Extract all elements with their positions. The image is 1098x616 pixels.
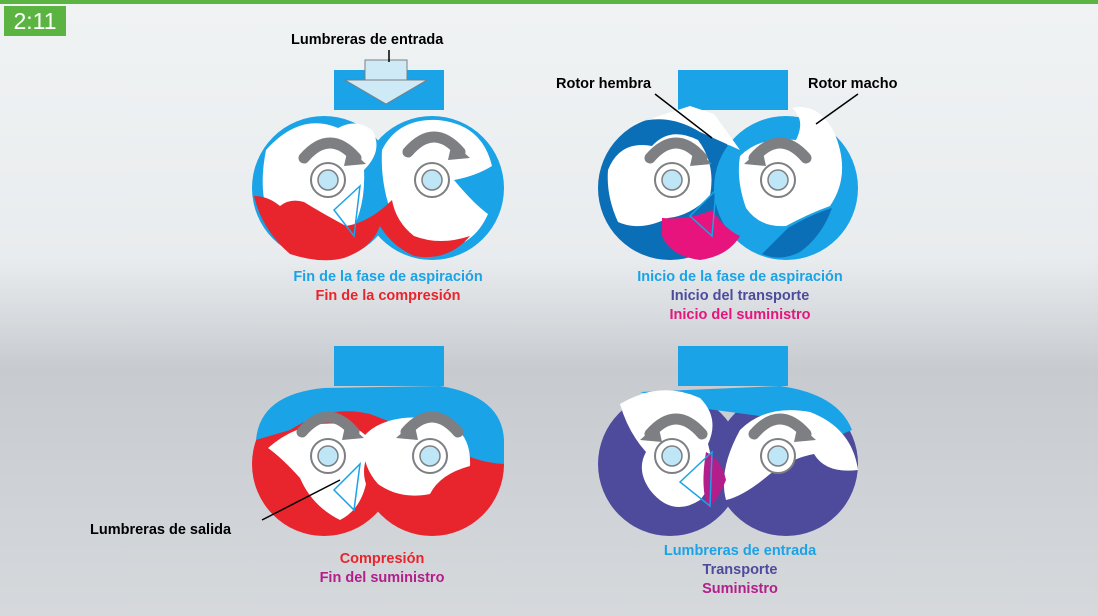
outlet-port-outline [332, 461, 362, 512]
female-rotor-top [628, 106, 740, 150]
caption-panel-3: Compresión Fin del suministro [320, 550, 507, 588]
shaft-circle-icon [654, 162, 690, 198]
shaft-circle-icon [310, 162, 346, 198]
top-rule [0, 0, 1098, 4]
callout-inlet-ports: Lumbreras de entrada [291, 32, 444, 48]
down-arrow-icon [343, 59, 429, 105]
caption-panel-1: Fin de la fase de aspiración Fin de la c… [293, 268, 577, 306]
caption-line: Fin del suministro [319, 570, 445, 586]
outlet-port-outline [678, 450, 713, 508]
shaft-circle-icon [414, 162, 450, 198]
compression-zone [254, 196, 470, 261]
shaft-circle-icon [760, 438, 796, 474]
caption-panel-4: Lumbreras de entrada Transporte Suminist… [664, 542, 892, 599]
panel-compression [252, 346, 504, 536]
intake-zone [256, 386, 504, 464]
shaft-circle-icon [654, 438, 690, 474]
caption-line: Inicio del suministro [669, 307, 811, 323]
panel-start-of-suction [598, 70, 859, 260]
caption-line: Inicio del transporte [670, 288, 810, 304]
callout-outlet-ports: Lumbreras de salida [90, 522, 232, 538]
callout-male-rotor: Rotor macho [808, 76, 898, 92]
shaft-circle-icon [412, 438, 448, 474]
callout-line-female [654, 93, 713, 139]
delivery-zone [662, 210, 740, 260]
shaft-circle-icon [760, 162, 796, 198]
panel-transport [598, 346, 858, 536]
caption-line: Fin de la compresión [315, 288, 461, 304]
panel-end-of-suction [252, 50, 504, 261]
figure-badge: 2:11 [4, 6, 66, 36]
callout-female-rotor: Rotor hembra [556, 76, 652, 92]
caption-line: Fin de la fase de aspiración [293, 269, 483, 285]
caption-line: Compresión [339, 551, 425, 567]
outlet-port-outline [688, 188, 717, 238]
callout-line-outlet [261, 479, 341, 521]
male-rotor [738, 107, 843, 227]
caption-line: Lumbreras de entrada [663, 543, 817, 559]
inlet-port [334, 346, 444, 386]
transport-pocket [762, 208, 832, 258]
caption-line: Suministro [702, 581, 778, 597]
outlet-port-outline [332, 184, 361, 238]
caption-line: Transporte [702, 562, 778, 578]
caption-line: Inicio de la fase de aspiración [637, 269, 843, 285]
inlet-port [678, 346, 788, 386]
callout-line-male [815, 93, 859, 125]
inlet-port [678, 70, 788, 110]
caption-panel-2: Inicio de la fase de aspiración Inicio d… [637, 268, 946, 325]
shaft-circle-icon [310, 438, 346, 474]
supply-zone [703, 452, 726, 508]
